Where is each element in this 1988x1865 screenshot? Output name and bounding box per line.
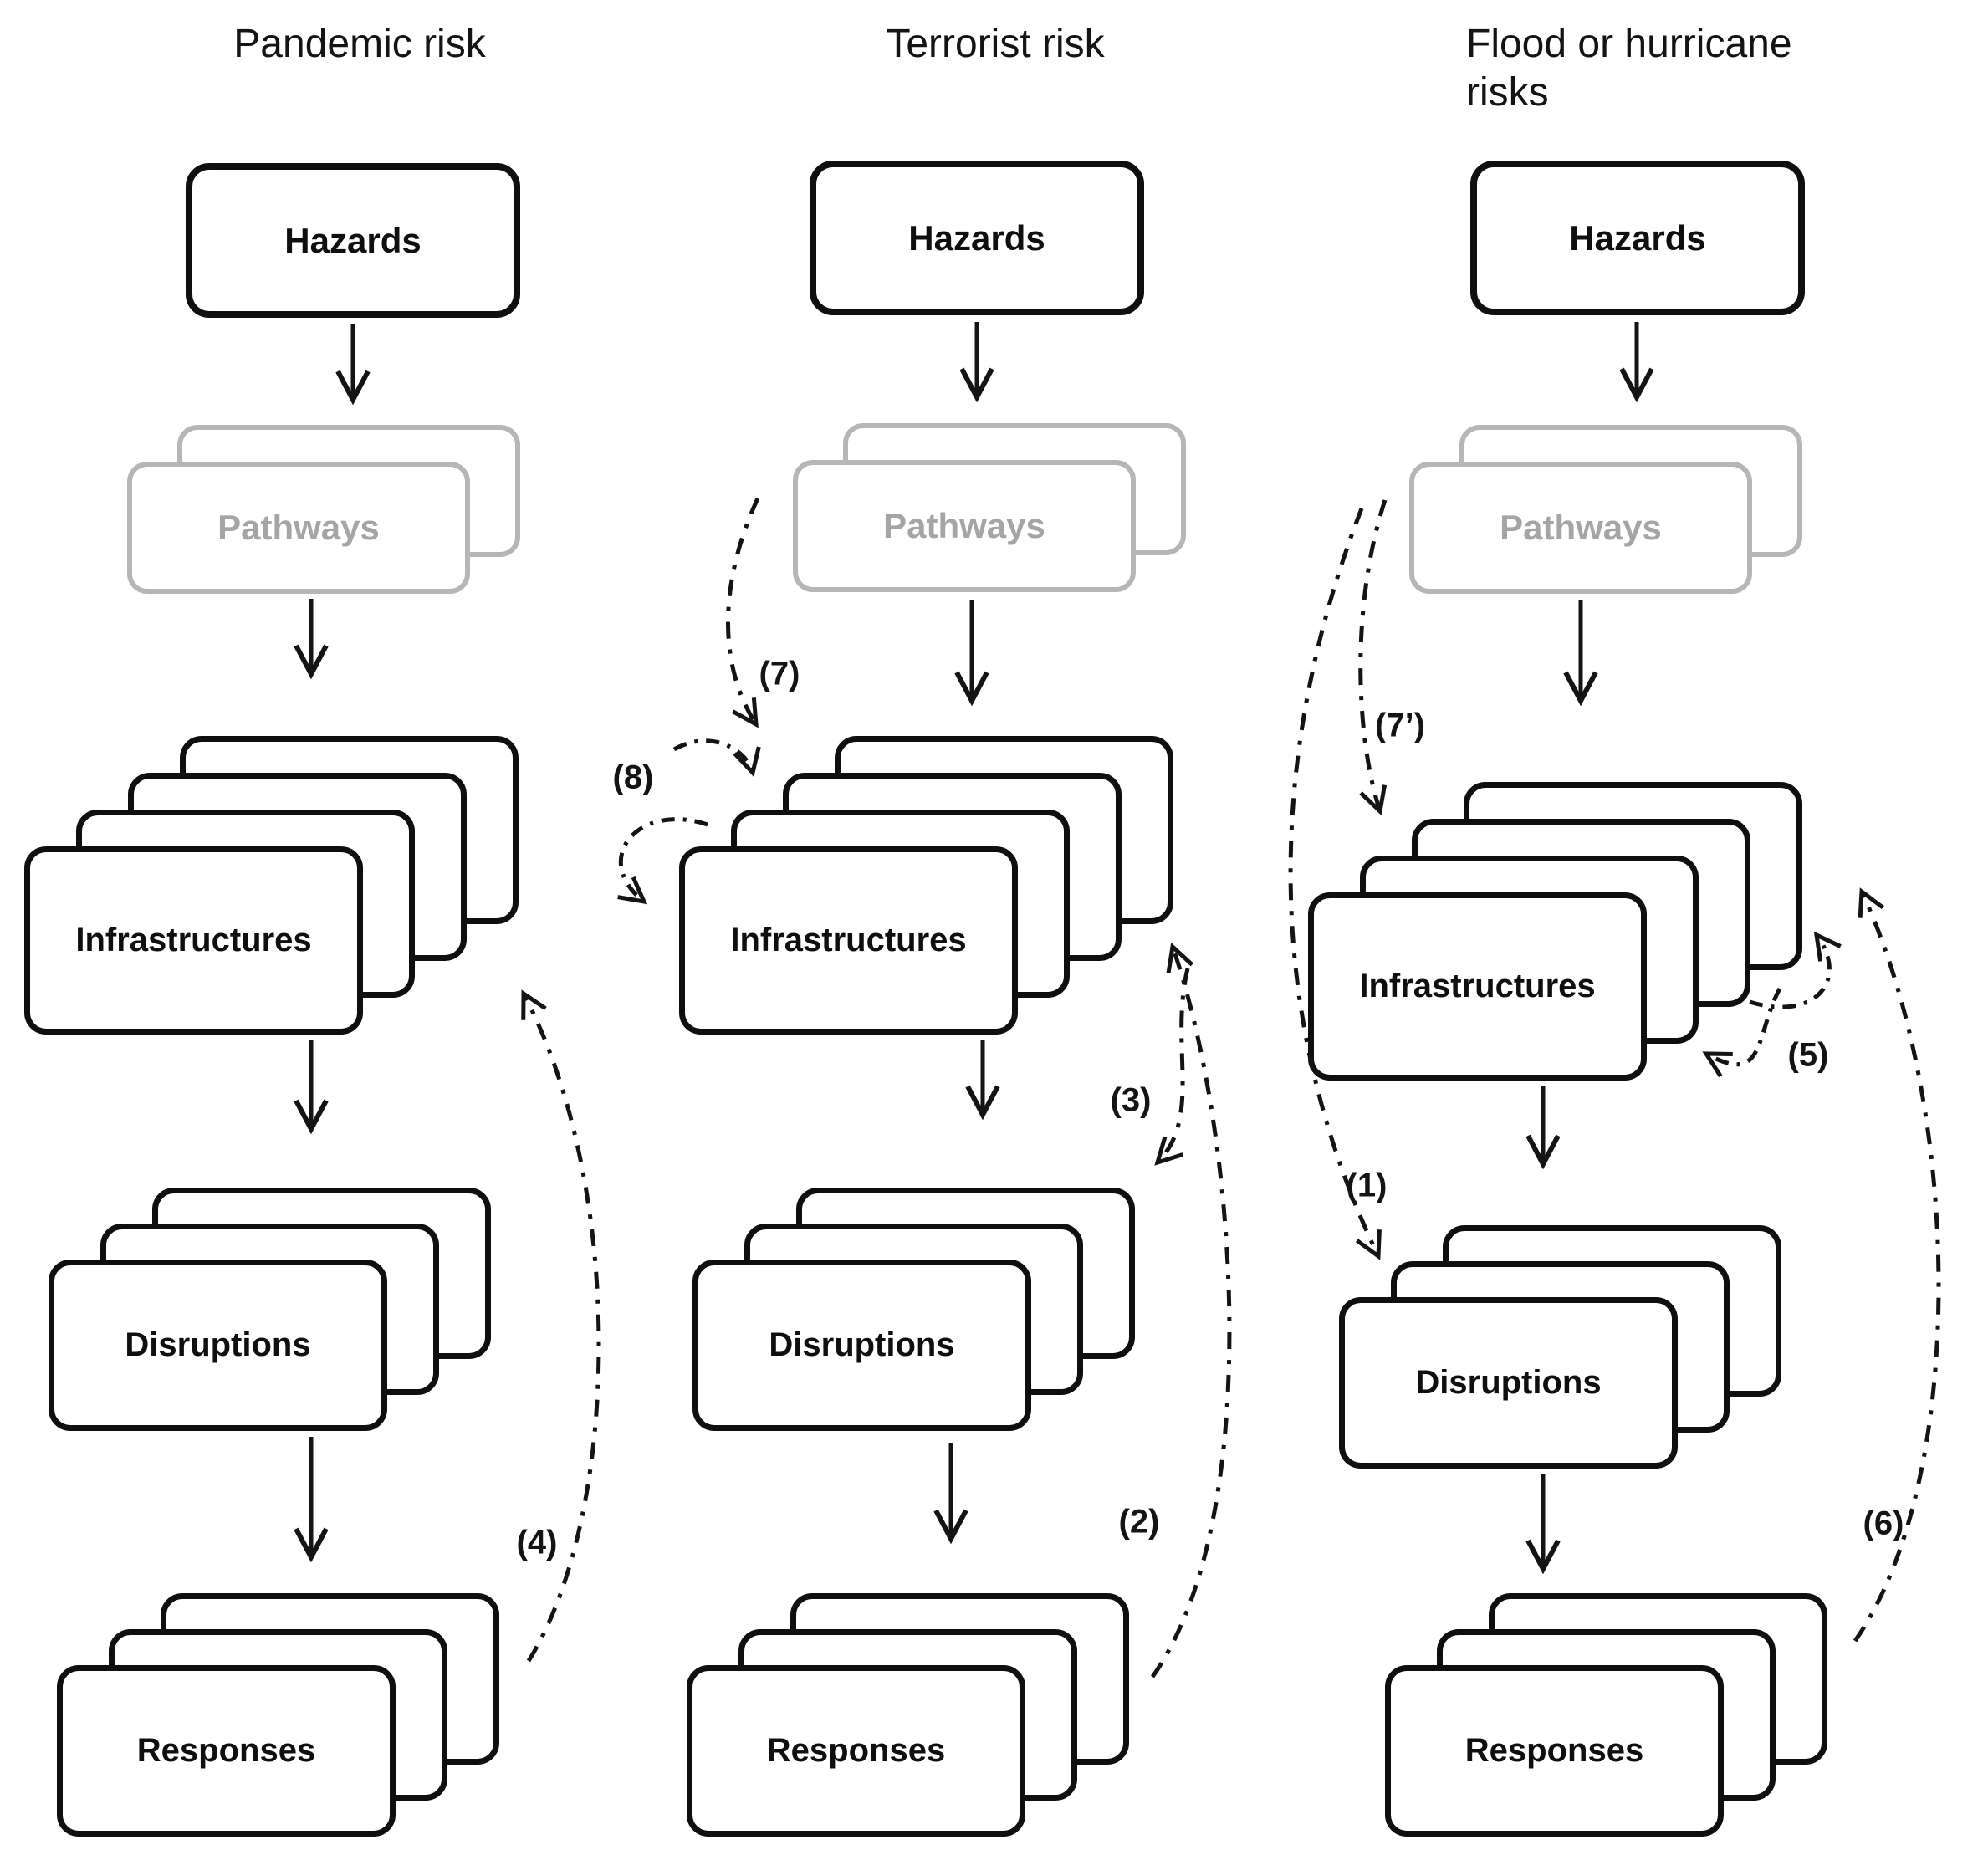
cascade-label-5: (5)	[1787, 1036, 1829, 1074]
pathways-label-terrorist: Pathways	[883, 506, 1045, 545]
cascade-arrow-3	[1154, 968, 1190, 1166]
infrastructures-label-pandemic: Infrastructures	[75, 922, 312, 958]
pathways-label-pandemic: Pathways	[217, 508, 380, 547]
cascade-label-3: (3)	[1110, 1081, 1152, 1119]
responses-front-box-pandemic: Responses	[57, 1665, 396, 1837]
responses-front-box-flood: Responses	[1385, 1665, 1724, 1837]
disruptions-front-box-terrorist: Disruptions	[692, 1260, 1031, 1431]
cascade-label-7: (7)	[759, 655, 800, 692]
disruptions-front-box-flood: Disruptions	[1339, 1297, 1678, 1469]
hazards-label-flood: Hazards	[1569, 217, 1706, 258]
pathways-front-box-flood: Pathways	[1409, 462, 1752, 594]
disruptions-label-flood: Disruptions	[1415, 1364, 1602, 1401]
cascade-arrow-2	[1150, 943, 1232, 1678]
cascade-arrow-8a	[672, 738, 761, 778]
hazards-label-pandemic: Hazards	[284, 220, 422, 260]
hazards-box-pandemic: Hazards	[186, 163, 520, 318]
column-title-terrorist: Terrorist risk	[886, 22, 1105, 66]
responses-label-terrorist: Responses	[766, 1732, 946, 1769]
cascade-label-1: (1)	[1346, 1167, 1388, 1204]
cascade-label-7prime: (7’)	[1375, 707, 1425, 744]
column-title-pandemic: Pandemic risk	[233, 22, 486, 66]
disruptions-front-box-pandemic: Disruptions	[49, 1260, 387, 1431]
disruptions-label-terrorist: Disruptions	[769, 1326, 955, 1363]
responses-front-box-terrorist: Responses	[687, 1665, 1025, 1837]
infrastructures-front-box-terrorist: Infrastructures	[679, 846, 1018, 1035]
infrastructures-front-box-flood: Infrastructures	[1308, 892, 1647, 1081]
pathways-front-box-pandemic: Pathways	[127, 462, 470, 594]
cascade-label-6: (6)	[1863, 1505, 1904, 1542]
disruptions-label-pandemic: Disruptions	[125, 1326, 311, 1363]
hazards-box-flood: Hazards	[1470, 161, 1805, 315]
cascade-arrow-7prime	[1358, 499, 1388, 816]
infrastructures-label-terrorist: Infrastructures	[730, 922, 967, 958]
pathways-front-box-terrorist: Pathways	[793, 460, 1136, 592]
infrastructures-front-box-pandemic: Infrastructures	[24, 846, 363, 1035]
pathways-label-flood: Pathways	[1500, 508, 1662, 547]
cascade-label-8: (8)	[612, 759, 654, 796]
responses-label-pandemic: Responses	[136, 1732, 316, 1769]
hazards-box-terrorist: Hazards	[810, 161, 1144, 315]
responses-label-flood: Responses	[1464, 1732, 1644, 1769]
hazards-label-terrorist: Hazards	[908, 217, 1045, 258]
cascade-label-2: (2)	[1118, 1503, 1160, 1541]
cascade-arrow-7	[726, 497, 760, 728]
cascade-label-4: (4)	[516, 1524, 558, 1561]
infrastructures-label-flood: Infrastructures	[1359, 968, 1596, 1004]
column-title-flood-hurricane: Flood or hurricane risks	[1466, 22, 1792, 115]
